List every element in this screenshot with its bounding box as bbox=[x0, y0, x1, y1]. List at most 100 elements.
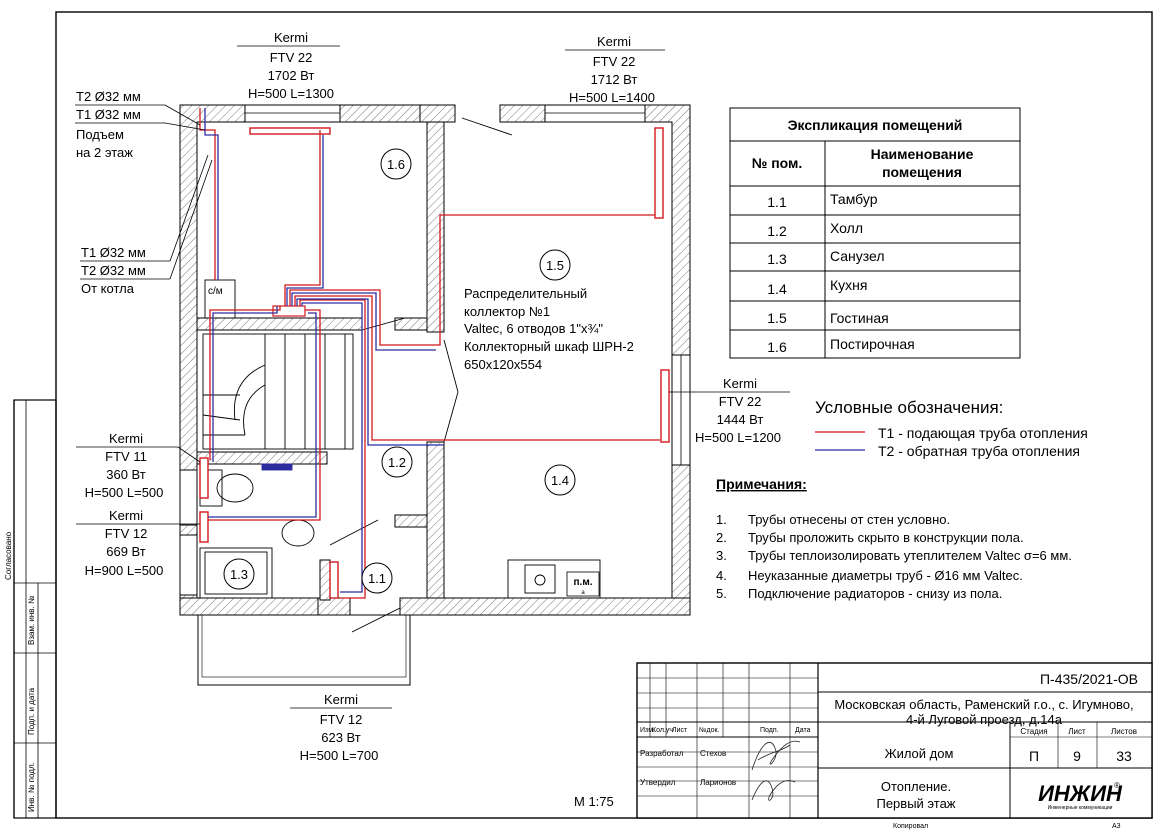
legend-title: Условные обозначения: bbox=[815, 398, 1003, 417]
col-izm: Изм. bbox=[640, 727, 655, 734]
r3-dims: H=500 L=1200 bbox=[695, 430, 781, 445]
radiator-callout-2: Kermi FTV 22 1712 Вт H=500 L=1400 bbox=[565, 34, 665, 105]
logo-subtext: Инженерные коммуникации bbox=[1048, 805, 1113, 811]
project-code: П-435/2021-ОВ bbox=[1040, 671, 1138, 687]
stage-value: П bbox=[1029, 748, 1039, 764]
radiator-bars bbox=[199, 127, 670, 599]
logo-mark: ® bbox=[1114, 781, 1120, 790]
collector-line3: Valtec, 6 отводов 1"х¾" bbox=[464, 321, 603, 336]
notes-title: Примечания: bbox=[716, 476, 807, 492]
title-block: Изм. Кол.уч Лист №док. Подп. Дата Разраб… bbox=[636, 662, 1153, 819]
radiator-callout-1: Kermi FTV 22 1702 Вт H=500 L=1300 bbox=[237, 30, 340, 101]
format-label: А3 bbox=[1112, 823, 1121, 830]
r6-model: FTV 12 bbox=[320, 712, 363, 727]
explication-name: Постирочная bbox=[830, 336, 915, 352]
collector-line1: Распределительный bbox=[464, 286, 587, 301]
r5-model: FTV 12 bbox=[105, 526, 148, 541]
notes: Примечания: 1. Трубы отнесены от стен ус… bbox=[716, 476, 1072, 601]
name-approver: Ларионов bbox=[700, 778, 736, 787]
explication-num: 1.3 bbox=[767, 251, 787, 267]
sheet-title-line2: Первый этаж bbox=[876, 796, 955, 811]
col-list: Лист bbox=[672, 727, 688, 734]
wall-bottom-right bbox=[399, 597, 691, 616]
supply-pipes bbox=[199, 108, 660, 599]
equipment-labels: с/м п.м. а bbox=[208, 286, 600, 597]
header-sheets: Листов bbox=[1111, 727, 1137, 736]
address-line2: 4-й Луговой проезд, д.14а bbox=[906, 712, 1063, 727]
room-tags: 1.6 1.5 1.2 1.4 1.3 1.1 bbox=[223, 148, 576, 594]
address-line1: Московская область, Раменский г.о., с. И… bbox=[834, 697, 1133, 712]
collector-line5: 650х120х554 bbox=[464, 357, 542, 372]
col-kol: Кол.уч bbox=[652, 727, 673, 734]
col-podp: Подп. bbox=[760, 727, 779, 734]
dishwasher-label: п.м. bbox=[574, 577, 593, 588]
side-inv-orig: Инв. № подл. bbox=[27, 762, 36, 812]
r4-dims: H=500 L=500 bbox=[85, 485, 164, 500]
explication-col-name-1: Наименование bbox=[871, 146, 974, 162]
r3-power: 1444 Вт bbox=[717, 412, 764, 427]
sheet-value: 9 bbox=[1073, 748, 1081, 764]
r6-power: 623 Вт bbox=[321, 730, 361, 745]
explication-num: 1.1 bbox=[767, 194, 787, 210]
explication-title: Экспликация помещений bbox=[788, 117, 963, 133]
note-text: Трубы отнесены от стен условно. bbox=[748, 512, 950, 527]
note-text: Неуказанные диаметры труб - Ø16 мм Valte… bbox=[748, 568, 1023, 583]
tag-1-2: 1.2 bbox=[388, 455, 406, 470]
boiler-line2: T2 Ø32 мм bbox=[81, 263, 146, 278]
explication-num: 1.5 bbox=[767, 310, 787, 326]
riser-line4: на 2 этаж bbox=[76, 145, 133, 160]
radiator-callout-4: Kermi FTV 11 360 Вт H=500 L=500 bbox=[76, 431, 201, 500]
explication-col-name-2: помещения bbox=[882, 164, 962, 180]
role-approver: Утвердил bbox=[640, 778, 676, 787]
collector-line4: Коллекторный шкаф ШРН-2 bbox=[464, 339, 634, 354]
r4-brand: Kermi bbox=[109, 431, 143, 446]
r1-model: FTV 22 bbox=[270, 50, 313, 65]
legend-t2: T2 - обратная труба отопления bbox=[878, 443, 1080, 459]
note-text: Трубы проложить скрыто в конструкции пол… bbox=[748, 530, 1024, 545]
washer-label: с/м bbox=[208, 286, 223, 297]
r4-power: 360 Вт bbox=[106, 467, 146, 482]
role-developer: Разработал bbox=[640, 749, 684, 758]
name-developer: Стехов bbox=[700, 749, 726, 758]
tag-1-1: 1.1 bbox=[368, 571, 386, 586]
wall-stair-top bbox=[196, 317, 363, 331]
r6-dims: H=500 L=700 bbox=[300, 748, 379, 763]
tag-1-4: 1.4 bbox=[551, 473, 569, 488]
explication-table: Экспликация помещений № пом. Наименовани… bbox=[729, 107, 1021, 359]
r1-brand: Kermi bbox=[274, 30, 308, 45]
side-agreed: Согласовано bbox=[4, 531, 13, 580]
explication-name: Санузел bbox=[830, 248, 885, 264]
radiator-callout-6: Kermi FTV 12 623 Вт H=500 L=700 bbox=[290, 692, 392, 763]
explication-col-num: № пом. bbox=[752, 155, 803, 171]
col-ndok: №док. bbox=[699, 727, 720, 734]
collector-label: Распределительный коллектор №1 Valtec, 6… bbox=[464, 286, 634, 372]
r5-dims: H=900 L=500 bbox=[85, 563, 164, 578]
note-number: 2. bbox=[716, 530, 727, 545]
radiator-callout-5: Kermi FTV 12 669 Вт H=900 L=500 bbox=[76, 508, 200, 578]
r1-power: 1702 Вт bbox=[268, 68, 315, 83]
scale-label: М 1:75 bbox=[574, 794, 614, 809]
explication-num: 1.6 bbox=[767, 339, 787, 355]
col-data: Дата bbox=[795, 727, 811, 734]
explication-name: Кухня bbox=[830, 277, 867, 293]
explication-name: Тамбур bbox=[830, 191, 878, 207]
r2-brand: Kermi bbox=[597, 34, 631, 49]
r5-power: 669 Вт bbox=[106, 544, 146, 559]
side-sign-date: Подп. и дата bbox=[27, 687, 36, 735]
riser-line2: T1 Ø32 мм bbox=[76, 107, 141, 122]
company-logo: ИНЖИН Инженерные коммуникации ® bbox=[1038, 781, 1123, 811]
riser-line1: T2 Ø32 мм bbox=[76, 89, 141, 104]
explication-name: Холл bbox=[830, 220, 863, 236]
boiler-line3: От котла bbox=[81, 281, 135, 296]
riser-line3: Подъем bbox=[76, 127, 124, 142]
r4-model: FTV 11 bbox=[105, 449, 147, 464]
note-number: 5. bbox=[716, 586, 727, 601]
header-stage: Стадия bbox=[1020, 727, 1047, 736]
legend: Условные обозначения: T1 - подающая труб… bbox=[815, 398, 1088, 459]
sheets-value: 33 bbox=[1116, 748, 1132, 764]
wall-interior-1 bbox=[426, 121, 445, 333]
tag-1-6: 1.6 bbox=[387, 157, 405, 172]
note-number: 1. bbox=[716, 512, 727, 527]
radiator-callout-3: Kermi FTV 22 1444 Вт H=500 L=1200 bbox=[669, 376, 790, 445]
